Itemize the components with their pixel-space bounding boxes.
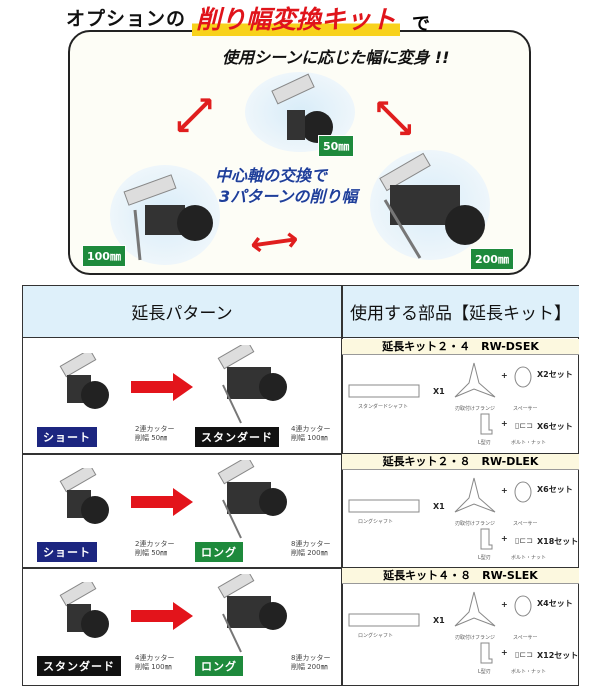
center-line1: 中心軸の交換で [215, 166, 328, 185]
table-row: ショート 2連カッター削幅 50㎜ スタンダード 4連カッター削幅 100㎜ 延… [23, 339, 579, 453]
bracket-label: L型刃 [478, 440, 491, 446]
hero-title-highlight: 削り幅変換キット [192, 0, 401, 36]
product-image-from [59, 353, 109, 409]
bolt-label: ボルト・ナット [511, 440, 547, 446]
flange-set-qty: X2セット [537, 370, 573, 379]
plus-icon: + [501, 600, 508, 609]
from-type-label: スタンダード [37, 656, 121, 676]
bolt-icon: ▯⊏⊐ [515, 536, 533, 545]
flange-set-qty: X4セット [537, 599, 573, 608]
flange-set-qty: X6セット [537, 485, 573, 494]
cycle-arrow-icon: ⟷ [247, 218, 302, 266]
bracket-icon [480, 528, 493, 550]
spacer-icon [514, 366, 532, 388]
bracket-set-qty: X12セット [537, 651, 579, 660]
spacer-label: スペーサー [513, 521, 538, 527]
shaft-icon [348, 613, 420, 627]
bracket-label: L型刃 [478, 669, 491, 675]
red-arrow-icon [131, 488, 193, 516]
from-spec: 2連カッター削幅 50㎜ [135, 540, 175, 557]
plus-icon: + [501, 371, 508, 380]
plus-icon: + [501, 648, 508, 657]
shaft-icon [348, 499, 420, 513]
bolt-label: ボルト・ナット [511, 555, 547, 561]
flange-label: 刃取付けフランジ [455, 406, 496, 412]
bolt-icon: ▯⊏⊐ [515, 421, 533, 430]
flange-icon [454, 362, 496, 398]
divider [341, 286, 343, 685]
product-image-from [59, 582, 109, 638]
bracket-set-qty: X18セット [537, 537, 579, 546]
hero-title-suffix: で [412, 14, 430, 35]
hero-title-prefix: オプションの [66, 8, 187, 30]
bracket-icon [480, 642, 493, 664]
flange-label: 刃取付けフランジ [455, 635, 496, 641]
to-spec: 8連カッター削幅 200㎜ [291, 654, 331, 671]
bolt-icon: ▯⊏⊐ [515, 650, 533, 659]
product-image-to [217, 574, 287, 653]
product-image-to [217, 460, 287, 539]
size-badge-50: 50㎜ [318, 135, 355, 157]
col-header-pattern: 延長パターン [23, 286, 341, 338]
to-spec: 4連カッター削幅 100㎜ [291, 425, 331, 442]
from-type-label: ショート [37, 542, 97, 562]
product-image-200mm [370, 150, 490, 260]
shaft-label: ロングシャフト [358, 633, 394, 639]
from-spec: 4連カッター削幅 100㎜ [135, 654, 175, 671]
plus-icon: + [501, 534, 508, 543]
table-row: スタンダード 4連カッター削幅 100㎜ ロング 8連カッター削幅 200㎜ 延… [23, 568, 579, 682]
spacer-label: スペーサー [513, 406, 538, 412]
size-badge-100: 100㎜ [82, 245, 126, 267]
bracket-icon [480, 413, 493, 435]
shaft-qty: X1 [433, 387, 445, 396]
divider [23, 567, 578, 569]
to-type-label: スタンダード [195, 427, 279, 447]
red-arrow-icon [131, 602, 193, 630]
hero-center-text: 中心軸の交換で 3パターンの削り幅 [215, 165, 357, 207]
spacer-icon [514, 595, 532, 617]
col-header-parts: 使用する部品【延長キット】 [342, 286, 579, 338]
hero-subtitle: 使用シーンに応じた幅に変身 !! [222, 48, 450, 67]
center-line2: 3パターンの削り幅 [219, 187, 358, 206]
shaft-icon [348, 384, 420, 398]
to-type-label: ロング [195, 542, 243, 562]
from-type-label: ショート [37, 427, 97, 447]
product-image-to [217, 345, 287, 424]
kit-name: 延長キット４・８ RW-SLEK [342, 568, 579, 584]
table-row: ショート 2連カッター削幅 50㎜ ロング 8連カッター削幅 200㎜ 延長キッ… [23, 454, 579, 568]
to-type-label: ロング [195, 656, 243, 676]
red-arrow-icon [131, 373, 193, 401]
extension-table: 延長パターン 使用する部品【延長キット】 ショート 2連カッター削幅 50㎜ ス… [22, 285, 579, 686]
plus-icon: + [501, 419, 508, 428]
from-spec: 2連カッター削幅 50㎜ [135, 425, 175, 442]
product-image-100mm [110, 165, 220, 265]
flange-label: 刃取付けフランジ [455, 521, 496, 527]
flange-icon [454, 477, 496, 513]
to-spec: 8連カッター削幅 200㎜ [291, 540, 331, 557]
kit-name: 延長キット２・４ RW-DSEK [342, 339, 579, 355]
product-image-from [59, 468, 109, 524]
shaft-qty: X1 [433, 616, 445, 625]
shaft-label: ロングシャフト [358, 519, 394, 525]
kit-name: 延長キット２・８ RW-DLEK [342, 454, 579, 470]
spacer-label: スペーサー [513, 635, 538, 641]
size-badge-200: 200㎜ [470, 248, 514, 270]
bracket-set-qty: X6セット [537, 422, 573, 431]
shaft-label: スタンダードシャフト [358, 404, 409, 410]
bolt-label: ボルト・ナット [511, 669, 547, 675]
plus-icon: + [501, 486, 508, 495]
flange-icon [454, 591, 496, 627]
bracket-label: L型刃 [478, 555, 491, 561]
divider [23, 453, 578, 455]
shaft-qty: X1 [433, 502, 445, 511]
spacer-icon [514, 481, 532, 503]
